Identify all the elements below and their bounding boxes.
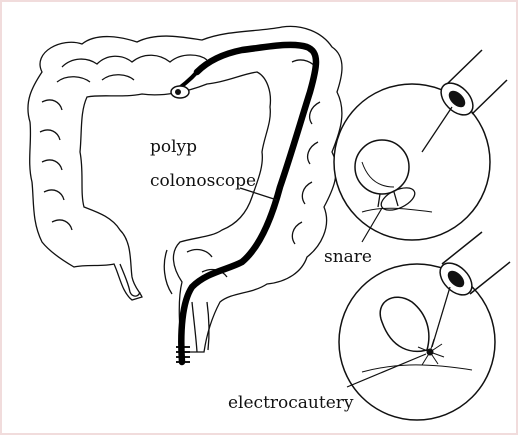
label-snare: snare — [324, 247, 372, 267]
label-electrocautery: electrocautery — [228, 393, 354, 413]
label-colonoscope: colonoscope — [150, 171, 256, 191]
snare-inset — [334, 50, 507, 240]
label-polyp: polyp — [150, 137, 197, 157]
